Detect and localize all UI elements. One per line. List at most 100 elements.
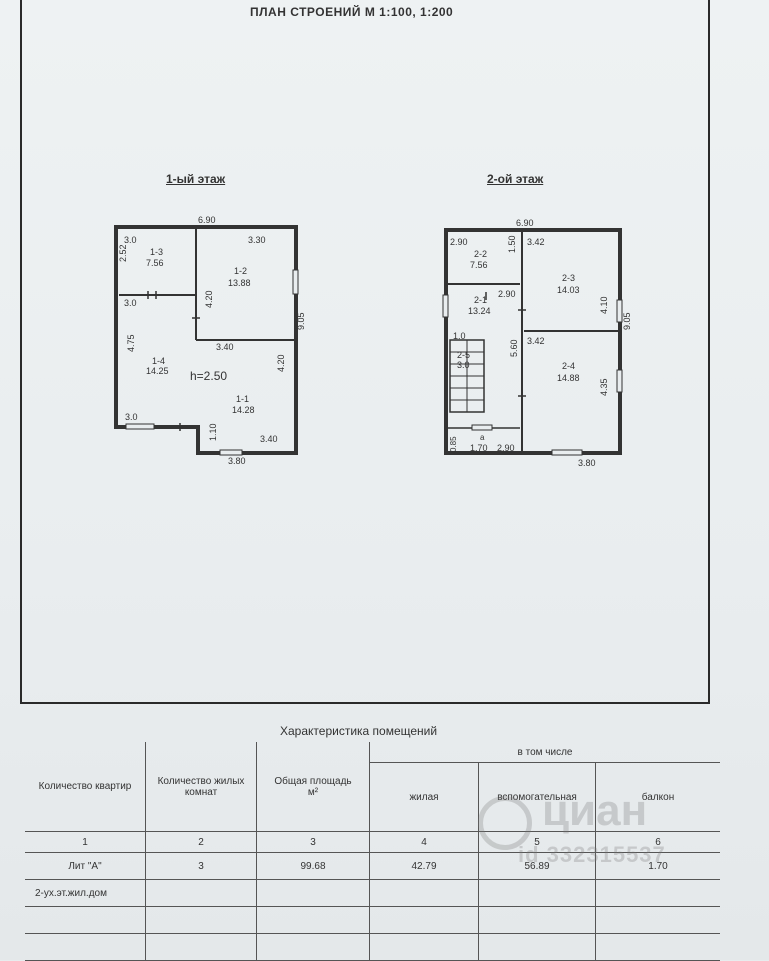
dim-height: 9.05	[622, 312, 632, 330]
room-area: 7.56	[470, 260, 488, 270]
column-number: 6	[595, 831, 720, 853]
header-apartments: Количество квартир	[25, 742, 146, 832]
room-id: 2-5	[457, 350, 470, 360]
cell-living-rooms	[145, 933, 257, 961]
table-title: Характеристика помещений	[280, 724, 438, 738]
dim-label: 2.90	[450, 237, 468, 247]
dim-label: 1.50	[507, 235, 517, 253]
cell-living-rooms	[145, 879, 257, 907]
ceiling-height: h=2.50	[190, 369, 227, 383]
floor-2-plan	[442, 228, 623, 456]
floor-1-plan	[114, 225, 299, 456]
room-id: 1-2	[234, 266, 247, 276]
dim-label: 3.42	[527, 237, 545, 247]
dim-label: 3.40	[260, 434, 278, 444]
dim-label: 5.60	[509, 339, 519, 357]
cell-balcony: 1.70	[595, 852, 720, 880]
room-area: 3.0	[457, 360, 470, 370]
cell-living	[369, 879, 479, 907]
dim-label: 3.0	[124, 298, 137, 308]
header-balcony: балкон	[595, 762, 720, 832]
cell-apartments: 2-ух.эт.жил.дом	[25, 879, 146, 907]
dim-label: 3.0	[125, 412, 138, 422]
cell-auxiliary	[478, 906, 596, 934]
rooms-characteristics-table: Количество квартир Количество жилых комн…	[25, 742, 720, 961]
cell-balcony	[595, 906, 720, 934]
cell-apartments	[25, 933, 146, 961]
room-id: 2-4	[562, 361, 575, 371]
drawing-frame	[20, 0, 710, 704]
balcony-mark: a	[480, 433, 485, 442]
room-area: 14.03	[557, 285, 580, 295]
cell-auxiliary	[478, 879, 596, 907]
table-row	[25, 906, 720, 934]
floor-1-title: 1-ый этаж	[166, 172, 226, 186]
dim-label: 1.0	[453, 331, 466, 341]
dim-top-width: 6.90	[198, 215, 216, 225]
room-area: 7.56	[146, 258, 164, 268]
dim-label: 3.30	[248, 235, 266, 245]
dim-label: 2.52	[118, 244, 128, 262]
dim-label: 4.35	[599, 378, 609, 396]
table-row	[25, 933, 720, 961]
header-total-area-unit: м²	[307, 786, 319, 798]
room-id: 2-3	[562, 273, 575, 283]
room-area: 14.25	[146, 366, 169, 376]
watermark-brand: циан	[542, 786, 648, 835]
room-id: 2-1	[474, 295, 487, 305]
column-number: 2	[145, 831, 257, 853]
cian-logo-icon	[478, 796, 532, 850]
header-total-area: Общая площадь м²	[256, 742, 370, 832]
dim-label: 1.70	[470, 443, 488, 453]
header-total-area-label: Общая площадь	[274, 775, 352, 787]
dim-label: 4.20	[276, 354, 286, 372]
dim-label: 2.90	[497, 443, 515, 453]
room-area: 14.88	[557, 373, 580, 383]
header-living-rooms: Количество жилых комнат	[145, 742, 257, 832]
room-area: 13.88	[228, 278, 251, 288]
cell-living: 42.79	[369, 852, 479, 880]
dim-bottom-width: 3.80	[578, 458, 596, 468]
cell-total-area: 99.68	[256, 852, 370, 880]
dim-label: 3.40	[216, 342, 234, 352]
sheet-title: ПЛАН СТРОЕНИЙ М 1:100, 1:200	[250, 5, 454, 19]
dim-height: 9.05	[296, 312, 306, 330]
cell-balcony	[595, 879, 720, 907]
cell-living-rooms	[145, 906, 257, 934]
cell-total-area	[256, 879, 370, 907]
room-id: 1-1	[236, 394, 249, 404]
cell-auxiliary	[478, 933, 596, 961]
dim-bottom-width: 3.80	[228, 456, 246, 466]
cell-living-rooms: 3	[145, 852, 257, 880]
column-number: 4	[369, 831, 479, 853]
watermark: циан id 332315537	[478, 780, 718, 870]
header-living: жилая	[369, 762, 479, 832]
cell-auxiliary: 56.89	[478, 852, 596, 880]
floor-2-title: 2-ой этаж	[487, 172, 544, 186]
cell-living	[369, 906, 479, 934]
column-number: 3	[256, 831, 370, 853]
dim-label: 3.42	[527, 336, 545, 346]
dim-label: 4.20	[204, 290, 214, 308]
floor-plans: 6.90 3.0 3.30 2.52 3.0 4.20 4.75 3.40 4.…	[114, 215, 632, 468]
table-row: 2-ух.эт.жил.дом	[25, 879, 720, 907]
header-including: в том числе	[369, 742, 720, 763]
dim-label: 3.0	[124, 235, 137, 245]
cell-apartments: Лит "А"	[25, 852, 146, 880]
room-id: 1-3	[150, 247, 163, 257]
cell-apartments	[25, 906, 146, 934]
room-id: 1-4	[152, 356, 165, 366]
cell-balcony	[595, 933, 720, 961]
floor-2-outer-wall	[444, 228, 622, 455]
dim-label: 2.90	[498, 289, 516, 299]
dim-label: 4.10	[599, 296, 609, 314]
dim-label: 1.10	[208, 423, 218, 441]
cell-total-area	[256, 933, 370, 961]
room-id: 2-2	[474, 249, 487, 259]
dim-label: 0.85	[449, 436, 458, 452]
cell-living	[369, 933, 479, 961]
watermark-id: id 332315537	[518, 842, 666, 867]
dim-top-width: 6.90	[516, 218, 534, 228]
room-area: 13.24	[468, 306, 491, 316]
